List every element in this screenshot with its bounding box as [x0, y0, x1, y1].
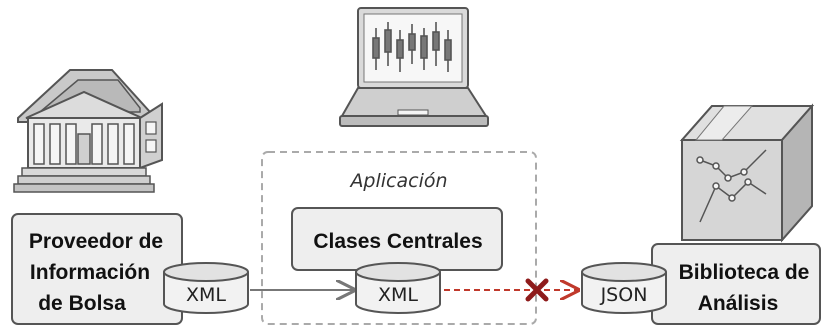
stock-provider-line2: Información [30, 261, 150, 284]
stock-provider-line3: de Bolsa [38, 292, 126, 315]
library-format-label: JSON [600, 284, 648, 306]
analytics-library-line1: Biblioteca de [679, 261, 810, 284]
stock-provider-line1: Proveedor de [29, 230, 163, 253]
provider-xml-database-icon: XML [163, 262, 249, 314]
building-icon [13, 69, 163, 193]
core-format-label: XML [378, 284, 418, 306]
application-title: Aplicación [348, 170, 447, 192]
box-icon [679, 103, 815, 243]
incompatible-cross-icon [525, 278, 549, 302]
core-xml-database-icon: XML [355, 262, 441, 314]
application-container [261, 151, 537, 325]
analytics-library-box: Biblioteca de Análisis [651, 243, 821, 325]
core-classes-box: Clases Centrales [291, 207, 503, 271]
library-json-database-icon: JSON [581, 262, 667, 314]
analytics-library-line2: Análisis [698, 292, 779, 315]
laptop-icon [339, 7, 489, 127]
core-classes-label: Clases Centrales [313, 230, 482, 253]
stock-provider-box: Proveedor de Información de Bolsa [11, 213, 183, 325]
provider-format-label: XML [186, 284, 226, 306]
